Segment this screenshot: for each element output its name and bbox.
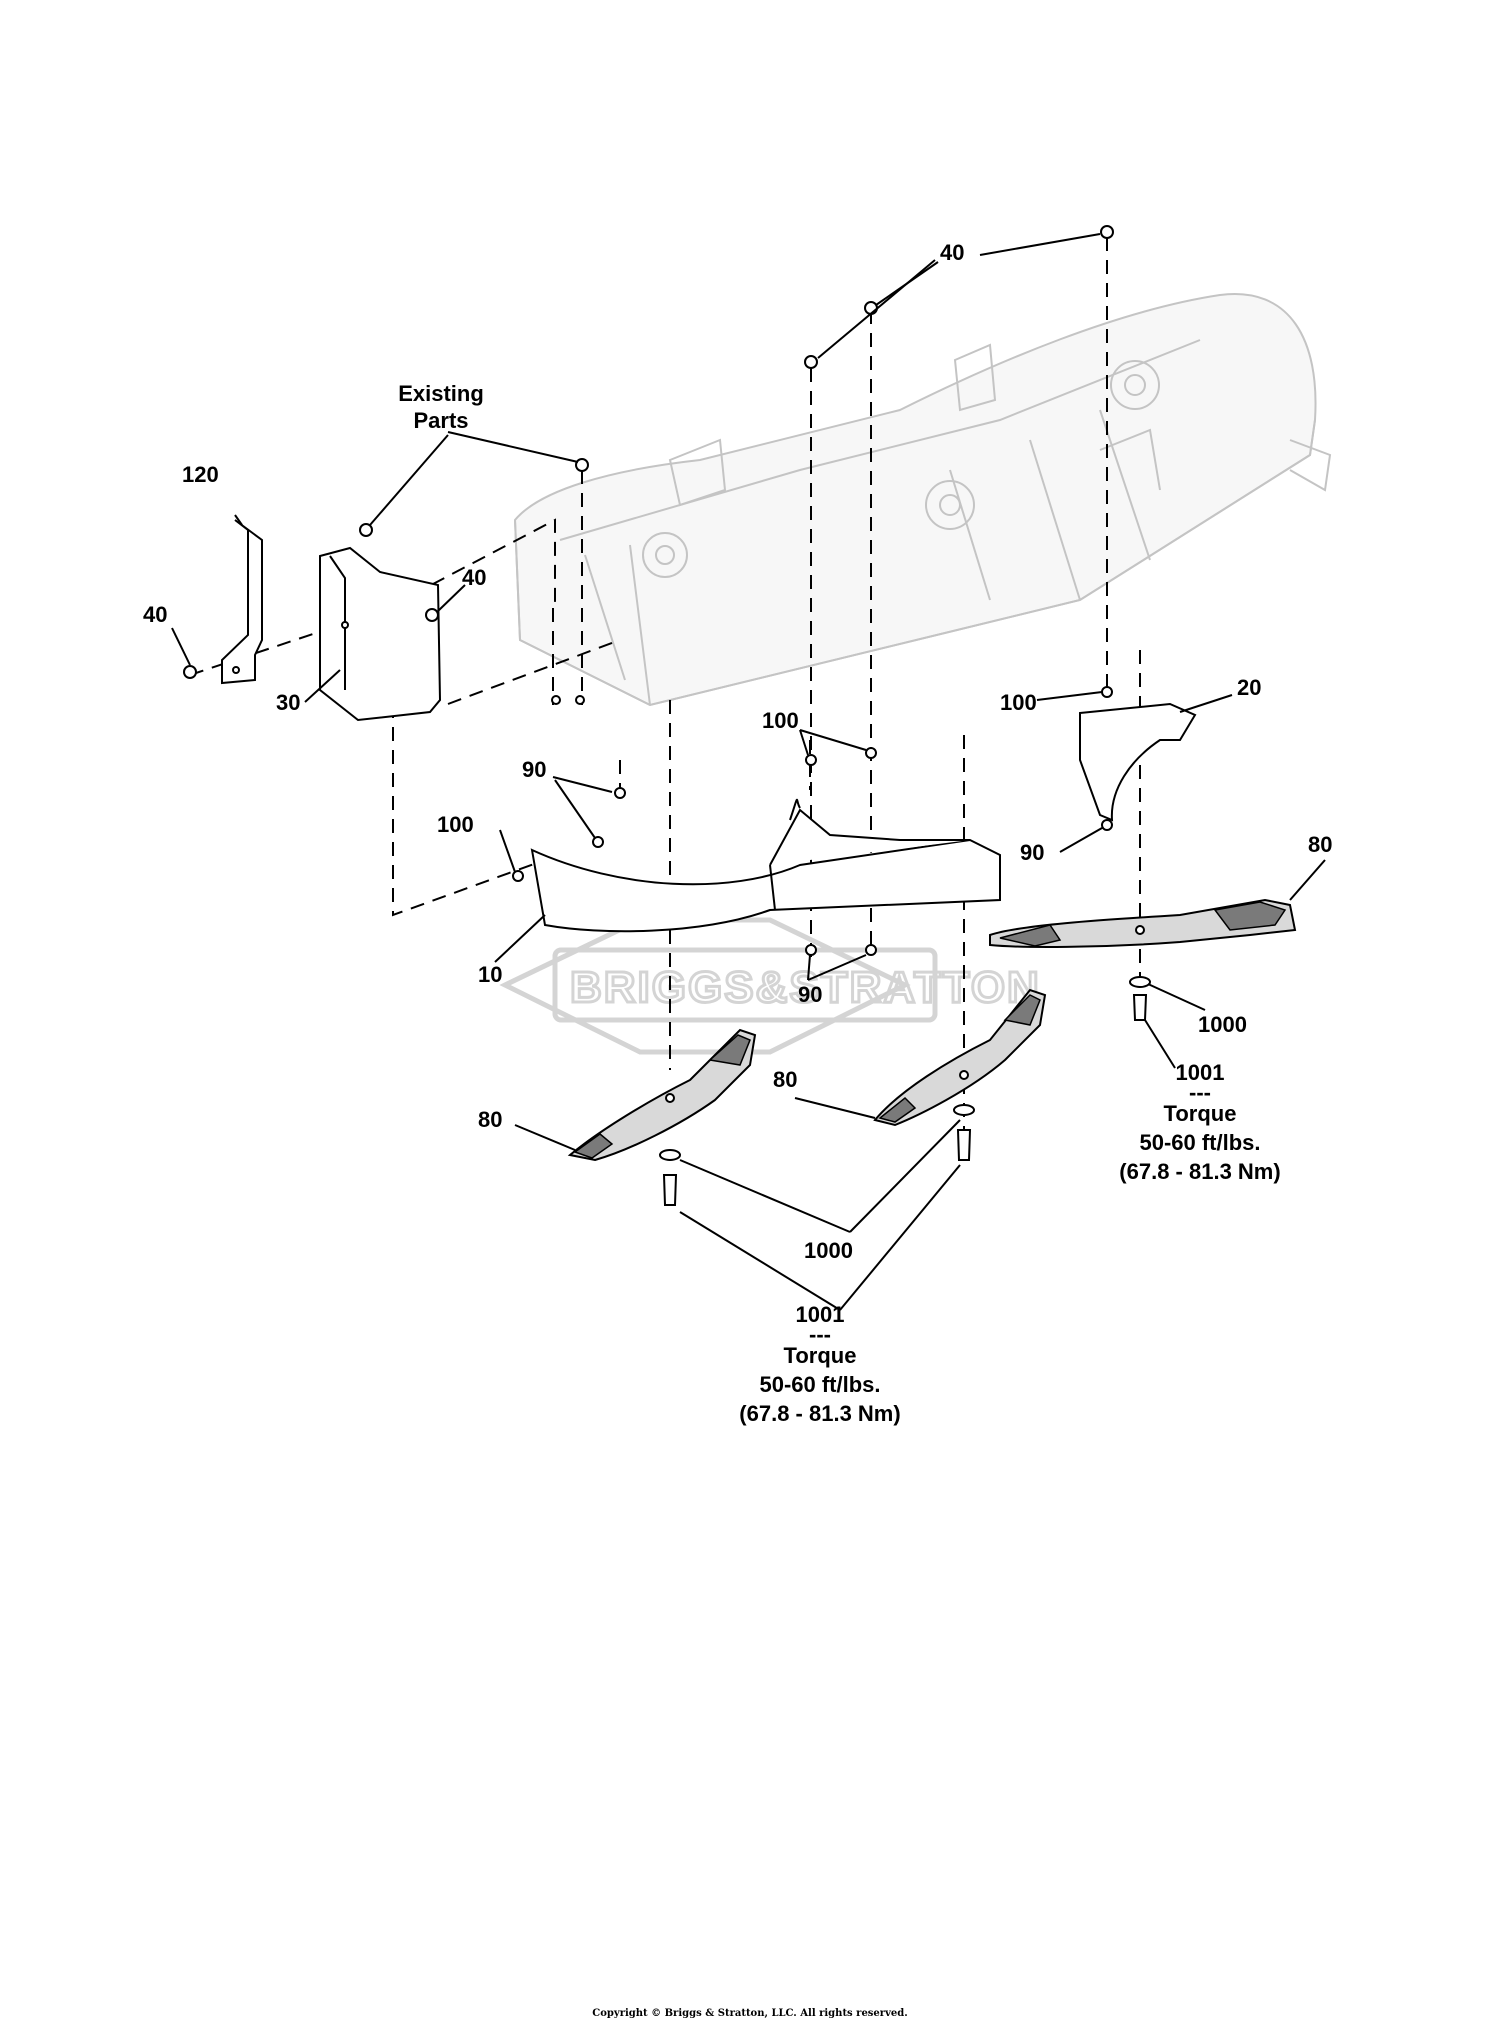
washer-100-a: [512, 870, 524, 882]
copyright-notice: Copyright © Briggs & Stratton, LLC. All …: [592, 2008, 908, 2019]
torque-bottom-metric: (67.8 - 81.3 Nm): [739, 1401, 901, 1426]
torque-bottom-value: 50-60 ft/lbs.: [759, 1372, 881, 1397]
washer-100-b: [805, 754, 817, 766]
watermark-text: BRIGGS&STRATTON: [570, 963, 1041, 1012]
torque-note-right: 1001 --- Torque 50-60 ft/lbs. (67.8 - 81…: [1100, 1058, 1300, 1186]
callout-120: 120: [182, 462, 219, 487]
nut-40-b: [804, 355, 818, 369]
leader-lines: [171, 233, 1326, 1311]
callout-10: 10: [478, 962, 503, 987]
bolt-90-d: [805, 944, 817, 956]
existing-parts-label: Existing Parts: [386, 380, 496, 434]
washer-1000-left: [659, 1149, 681, 1161]
torque-right-label: Torque: [1163, 1101, 1237, 1126]
torque-bottom-sep: ---: [809, 1322, 831, 1347]
torque-right-sep: ---: [1189, 1080, 1211, 1105]
callout-80-left: 80: [478, 1107, 503, 1132]
bolt-90-c: [1101, 819, 1113, 831]
callout-100-c: 100: [1000, 690, 1037, 715]
part-20-baffle: [1079, 702, 1197, 822]
callout-20: 20: [1237, 675, 1262, 700]
blade-mid: [873, 988, 1047, 1161]
callout-30: 30: [276, 690, 301, 715]
nut-40-c: [864, 301, 878, 315]
callout-40-right: 40: [462, 565, 487, 590]
nut-40-d: [425, 608, 439, 622]
bolt-1001-right: [1132, 994, 1148, 1021]
blade-left: [567, 1028, 757, 1206]
nut-40-a: [1100, 225, 1114, 239]
torque-right-part: 1001: [1175, 1060, 1225, 1085]
part-30-shield: [319, 546, 442, 722]
washer-100-d: [1101, 686, 1113, 698]
washer-100-c: [865, 747, 877, 759]
callout-80-mid: 80: [773, 1067, 798, 1092]
part-120-bracket: [221, 519, 263, 685]
washer-1000-mid: [953, 1104, 975, 1116]
callout-100-a: 100: [437, 812, 474, 837]
callout-1000-bottom: 1000: [804, 1238, 853, 1263]
washer-1000-right: [1129, 976, 1151, 988]
bolt-90-b: [592, 836, 604, 848]
callout-90-c: 90: [1020, 840, 1045, 865]
bolt-1001-left: [662, 1174, 678, 1206]
callout-90-b: 90: [798, 982, 823, 1007]
callout-90-a: 90: [522, 757, 547, 782]
torque-note-bottom: 1001 --- Torque 50-60 ft/lbs. (67.8 - 81…: [720, 1300, 920, 1428]
callout-80-right: 80: [1308, 832, 1333, 857]
callout-40-left: 40: [143, 602, 168, 627]
existing-parts-line1: Existing: [398, 381, 484, 406]
nut-existing-b: [359, 523, 373, 537]
torque-bottom-part: 1001: [795, 1302, 845, 1327]
blade-right: [989, 898, 1297, 1021]
nut-existing-a: [575, 458, 589, 472]
callout-100-b: 100: [762, 708, 799, 733]
brand-watermark: BRIGGS&STRATTON: [499, 917, 1041, 1055]
existing-parts-line2: Parts: [413, 408, 469, 433]
callout-1000-right: 1000: [1198, 1012, 1247, 1037]
callout-40-top: 40: [940, 240, 965, 265]
nut-40-e: [183, 665, 197, 679]
bolt-90-e: [865, 944, 877, 956]
torque-bottom-label: Torque: [783, 1343, 857, 1368]
mower-deck-ghost: [513, 293, 1332, 707]
bolt-1001-mid: [956, 1129, 972, 1161]
part-10-baffle: [530, 798, 1001, 933]
torque-right-value: 50-60 ft/lbs.: [1139, 1130, 1261, 1155]
bolt-90-a: [614, 787, 626, 799]
torque-right-metric: (67.8 - 81.3 Nm): [1119, 1159, 1281, 1184]
